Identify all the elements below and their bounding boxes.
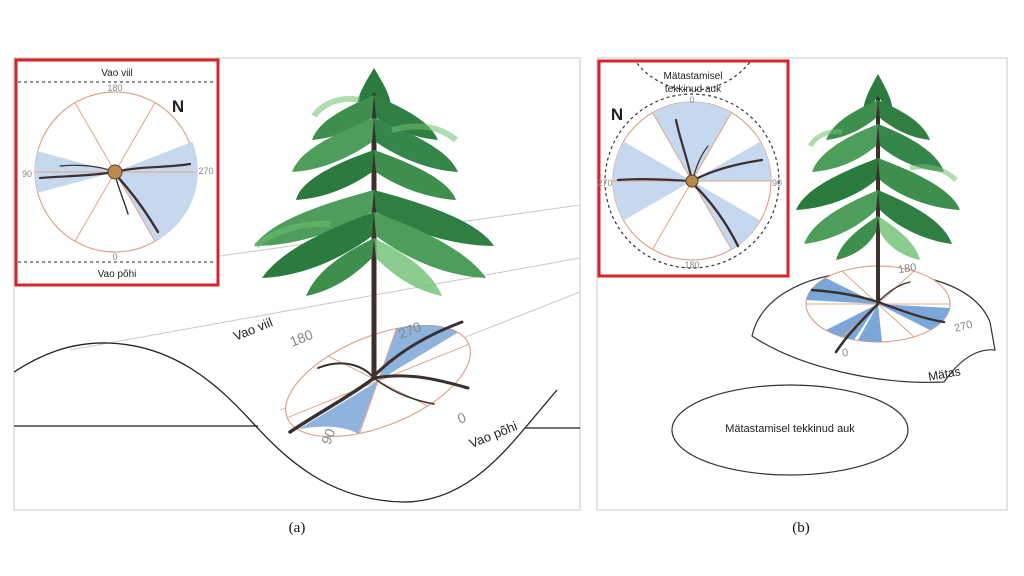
inset-b-north-label: N [611,105,623,124]
mound-sector [878,304,950,330]
inset-b-hole-label-line1: Mätastamisel [664,71,723,82]
inset-a-sector [115,172,191,242]
inset-a-bottom-label: Vao põhi [98,269,137,280]
inset-b-dashed-ring [604,93,780,269]
compass-sector [378,325,458,381]
guide-line [69,257,580,351]
mound-tick-180: 180 [897,262,917,276]
inset-a-tick-270: 270 [198,166,213,176]
panel-b: Mätastamisel tekkinud auk 180 270 0 Mäta… [596,57,1008,536]
panel-a: 180 270 90 0 Vao viil Vao põhi [13,57,581,536]
foliage [254,68,494,296]
inset-b-tick-0: 0 [689,95,694,105]
caption-a: (a) [289,520,306,536]
inset-b-stem [685,174,699,188]
inset-a-tick-90: 90 [22,169,32,179]
mound-tick-270: 270 [953,319,974,335]
mound-roots [810,281,946,354]
foliage [796,74,960,260]
inset-a-north-label: N [172,97,184,116]
inset-a-top-label: Vao viil [101,68,133,79]
inset-a-stem [107,164,123,180]
tree-a [254,68,494,381]
hole-label: Mätastamisel tekkinud auk [725,423,855,435]
inset-b-hole-label-line2: tekkinud auk [665,84,722,95]
inset-b-sector [613,141,692,181]
tree-b [796,74,960,304]
ground-tick-90: 90 [318,426,339,447]
inset-b-sector [692,181,761,250]
inset-a-sector [115,141,198,205]
inset-a: Vao viil Vao põhi 180 90 270 0 [14,58,220,287]
inset-b-sector [652,102,732,181]
mound-sector [826,304,878,340]
compass-sector [298,381,378,435]
ground-roots [288,320,470,434]
mound-tick-0: 0 [841,347,849,360]
inset-b-sector [613,181,692,221]
inset-a-tick-0: 0 [112,252,117,262]
inset-a-tick-180: 180 [107,83,122,93]
mound-label: Mätas [927,364,962,383]
hole-ellipse [671,384,909,476]
inset-b-tick-270: 270 [597,178,612,188]
inset-b-tick-180: 180 [684,260,699,270]
inset-b: Mätastamisel tekkinud auk 0 270 [597,59,790,278]
mound-sector [858,304,882,343]
caption-b: (b) [792,520,810,536]
inset-b-tick-90: 90 [772,178,782,188]
